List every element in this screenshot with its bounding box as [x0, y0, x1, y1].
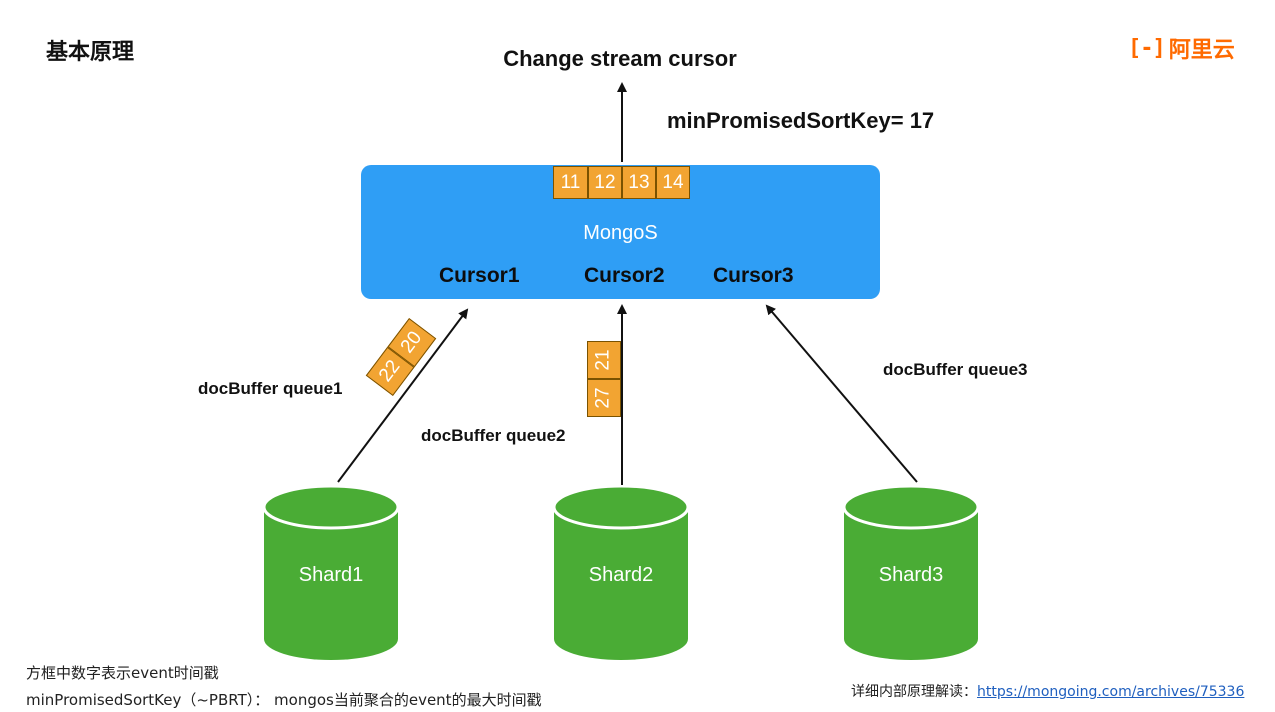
queue-cell: 21: [592, 349, 614, 371]
page-title: 基本原理: [46, 40, 135, 65]
cursor3-label: Cursor3: [713, 264, 794, 287]
output-title: Change stream cursor: [503, 46, 737, 71]
queue3-label: docBuffer queue3: [883, 360, 1028, 379]
min-promised-sort-key-label: minPromisedSortKey= 17: [667, 108, 935, 133]
shard1-label: Shard1: [298, 564, 364, 586]
shard3-cylinder: [842, 485, 980, 660]
brand-logo: [-] 阿里云: [1128, 32, 1235, 64]
buffer-cell: 13: [622, 166, 656, 199]
reference: 详细内部原理解读：https://mongoing.com/archives/7…: [851, 681, 1244, 701]
shard3-label: Shard3: [878, 564, 944, 586]
shard1-arrow: [337, 308, 469, 483]
buffer-cell: 11: [553, 166, 588, 199]
merged-buffer: 11 12 13 14: [553, 166, 690, 199]
queue1-label: docBuffer queue1: [198, 379, 343, 398]
queue-cell-wrapper: 27: [587, 379, 621, 417]
shard2-label: Shard2: [588, 564, 654, 586]
cursor1-label: Cursor1: [439, 264, 520, 287]
cursor2-label: Cursor2: [584, 264, 665, 287]
mongos-label: MongoS: [583, 222, 658, 244]
brand-name: 阿里云: [1168, 38, 1235, 63]
footer-note-1: 方框中数字表示event时间戳: [26, 664, 219, 682]
footer-note-2: minPromisedSortKey（~PBRT）： mongos当前聚合的ev…: [26, 691, 542, 709]
buffer-cell: 12: [588, 166, 622, 199]
aliyun-logo-icon: [-]: [1128, 35, 1166, 61]
shard2-cylinder: [552, 485, 690, 660]
reference-link[interactable]: https://mongoing.com/archives/75336: [977, 684, 1245, 700]
queue-cell-wrapper: 21: [587, 341, 621, 379]
buffer-cell: 14: [656, 166, 690, 199]
queue2-cells: 21 27: [587, 341, 621, 417]
shard1-cylinder: [262, 485, 400, 660]
reference-prefix: 详细内部原理解读：: [851, 684, 977, 700]
shard3-arrow: [765, 304, 918, 483]
queue-cell: 27: [592, 387, 614, 409]
queue2-label: docBuffer queue2: [421, 426, 566, 445]
